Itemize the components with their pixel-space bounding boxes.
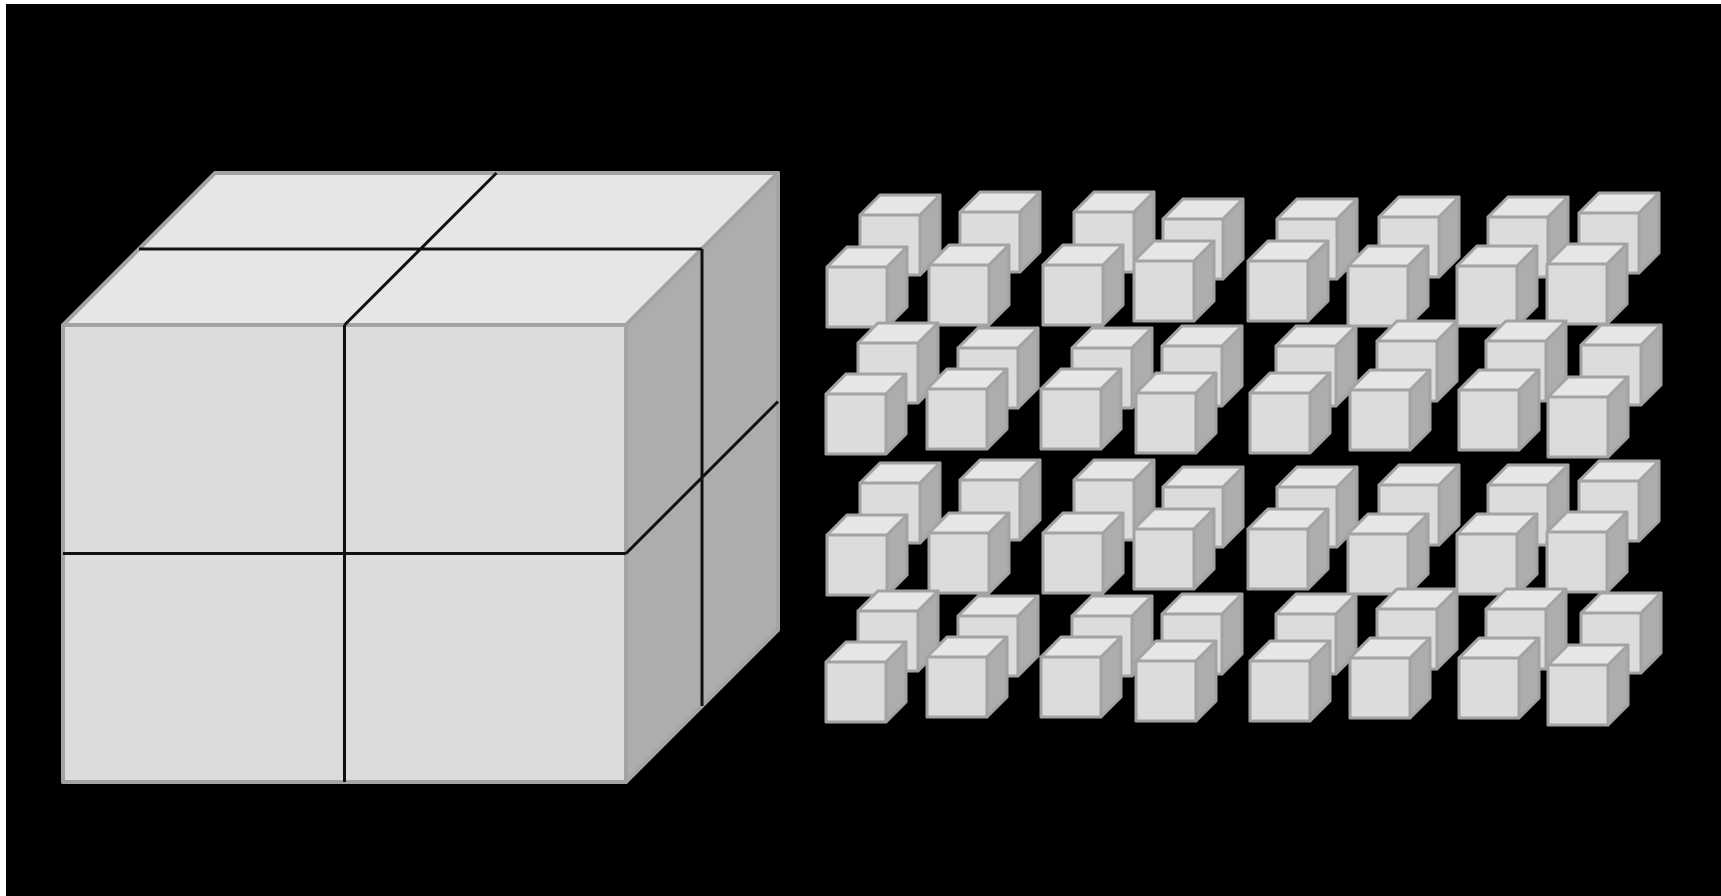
small-cube [1546, 643, 1630, 727]
small-cube [1039, 367, 1123, 451]
small-cube [1346, 512, 1430, 596]
small-cube [1132, 239, 1216, 323]
small-cube [1248, 639, 1332, 723]
small-cube [1134, 371, 1218, 455]
small-cube [927, 243, 1011, 327]
small-cube [925, 635, 1009, 719]
small-cube [1546, 375, 1630, 459]
small-cube [1041, 511, 1125, 595]
small-cube [1132, 507, 1216, 591]
small-cube [1346, 244, 1430, 328]
small-cube [1455, 512, 1539, 596]
small-cube [1348, 636, 1432, 720]
small-cube [1134, 639, 1218, 723]
small-cube [1041, 243, 1125, 327]
small-cube [1348, 368, 1432, 452]
small-cube-grid [824, 190, 1663, 727]
small-cube [1039, 635, 1123, 719]
small-cube [927, 511, 1011, 595]
small-cube [1457, 368, 1541, 452]
small-cube [1246, 239, 1330, 323]
small-cube [1545, 242, 1629, 326]
small-cube [1248, 371, 1332, 455]
small-cube [825, 513, 909, 597]
small-cube [1455, 244, 1539, 328]
small-cube [925, 367, 1009, 451]
small-cube [825, 245, 909, 329]
large-cuboid-cut-lines [63, 171, 780, 782]
small-cube [824, 372, 908, 456]
small-cube [1246, 507, 1330, 591]
small-cube [1579, 591, 1663, 675]
large-cuboid [61, 171, 780, 784]
small-cube [1545, 510, 1629, 594]
small-cube [1457, 636, 1541, 720]
small-cube [824, 640, 908, 724]
